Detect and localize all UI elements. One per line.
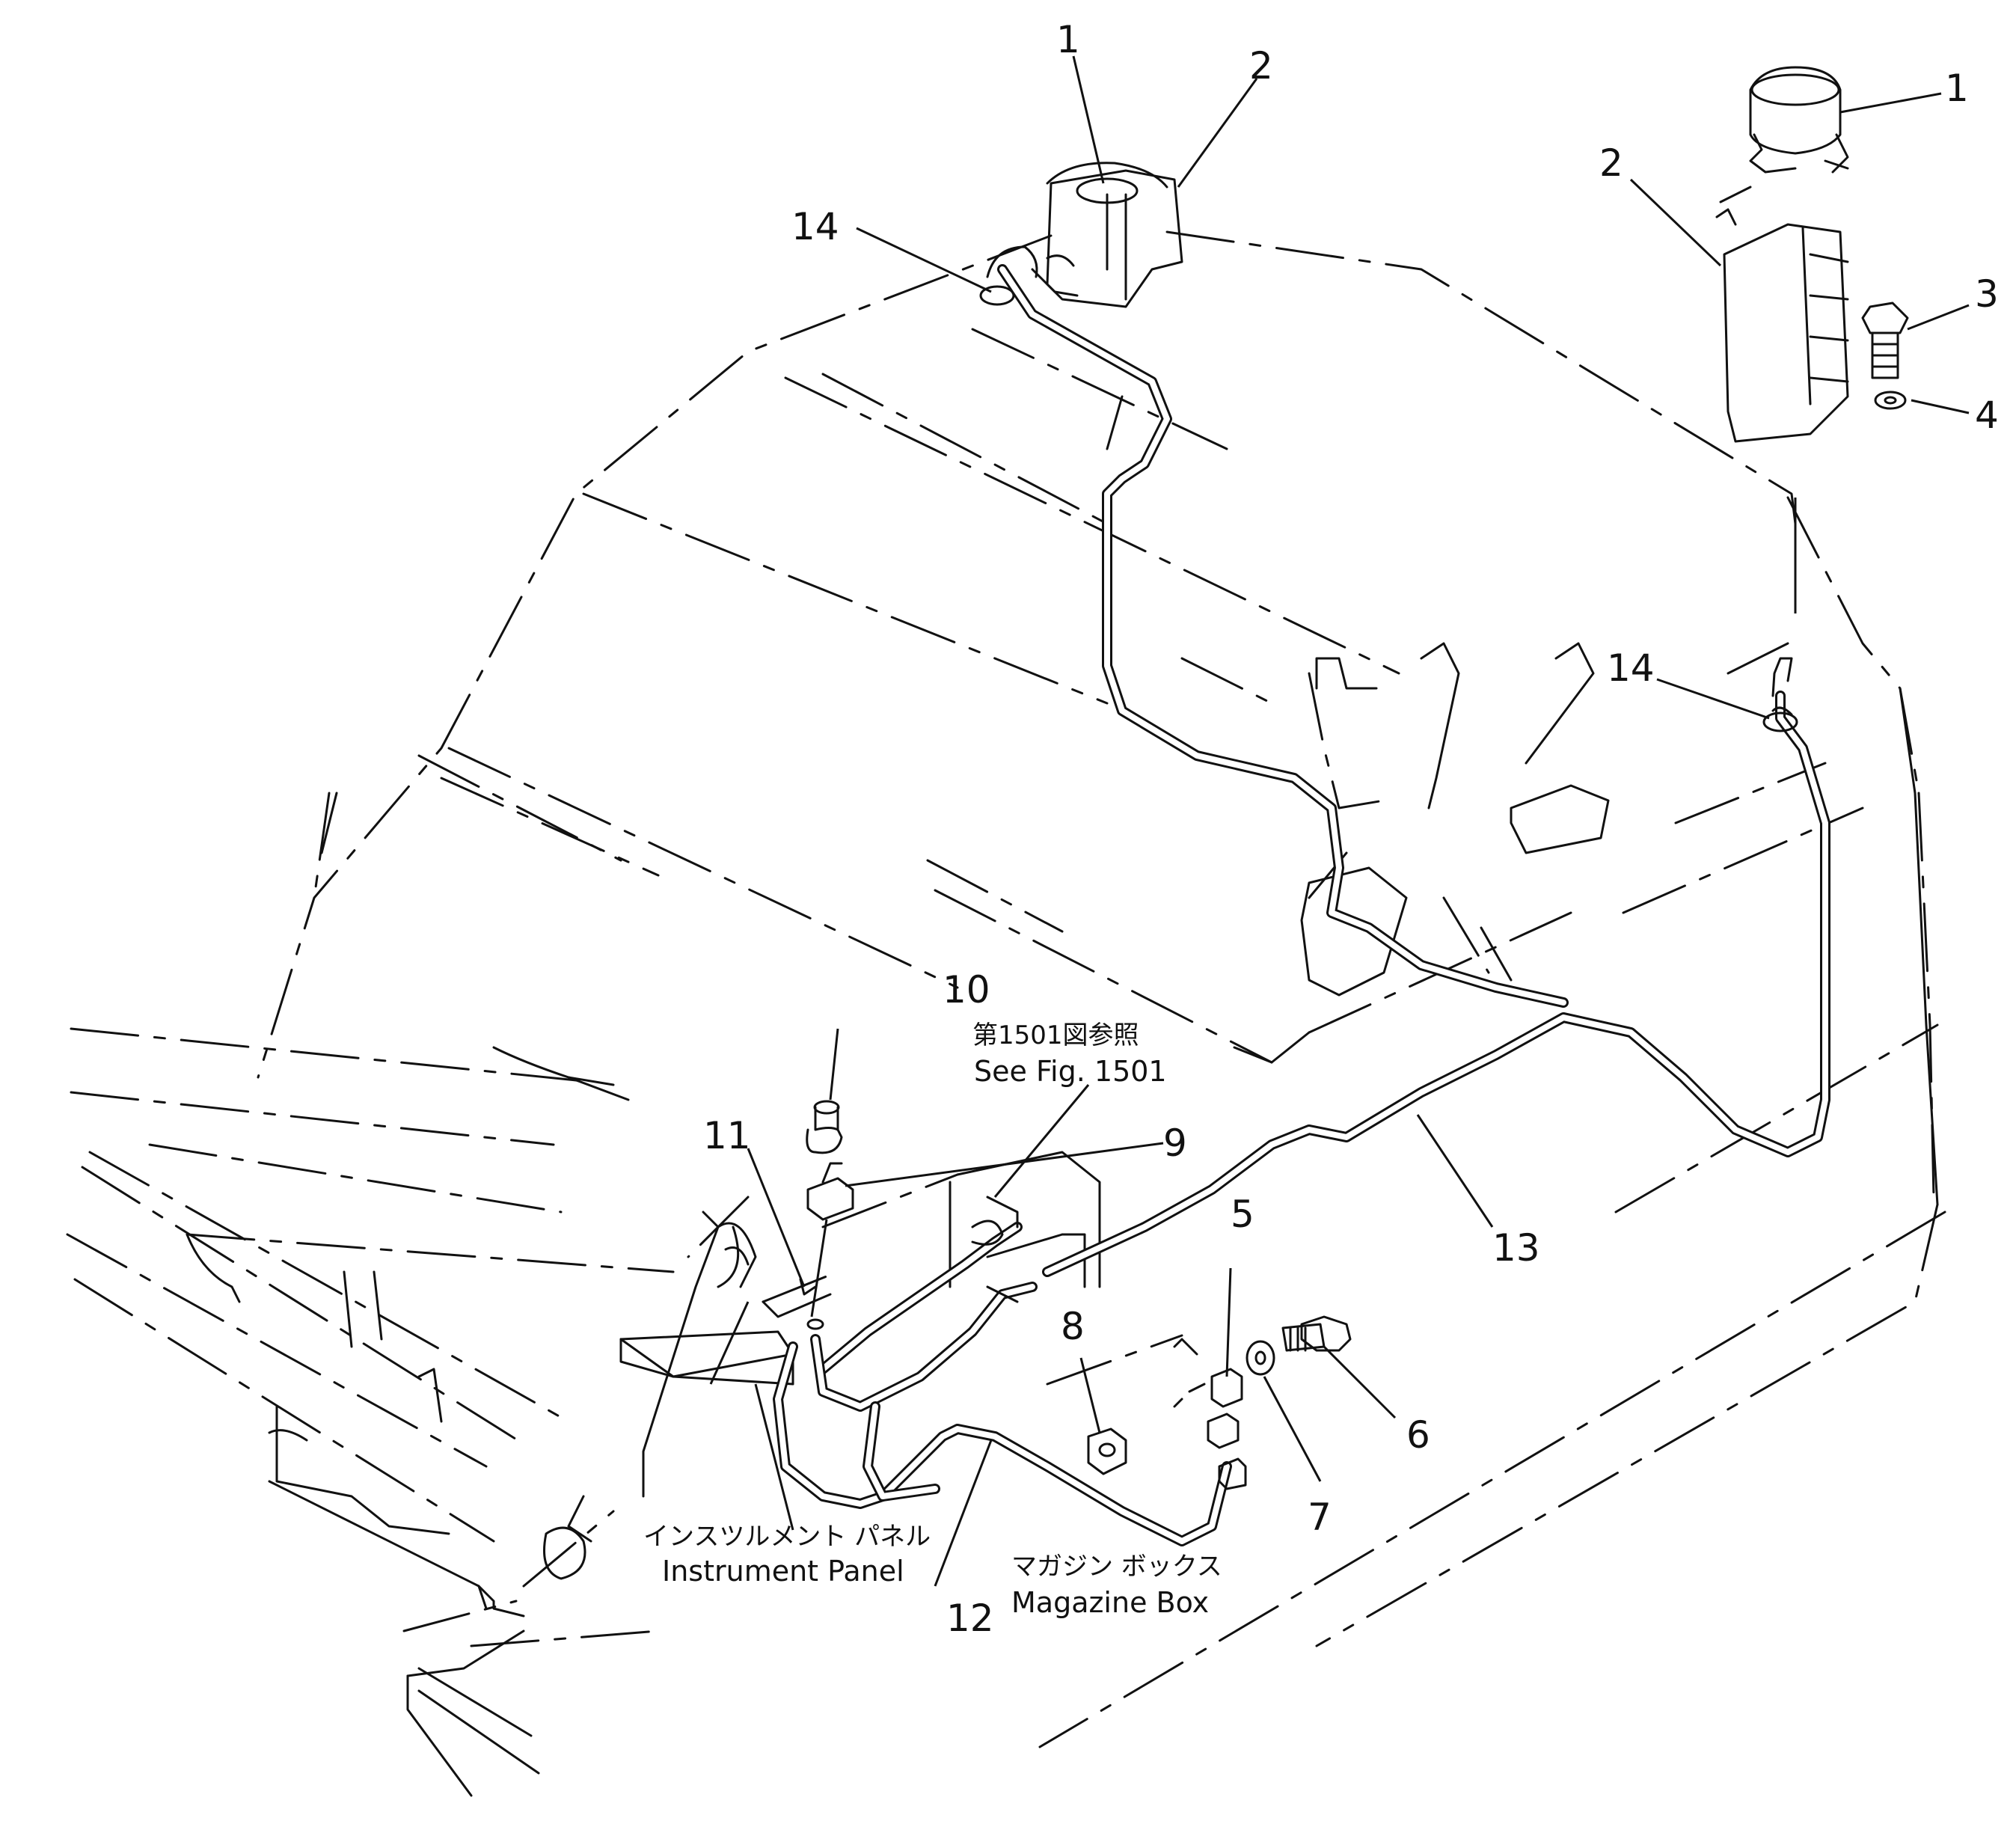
part-4-washer — [1874, 391, 1907, 410]
machine-body-outline — [257, 230, 1946, 1748]
part-14-left-grommet — [979, 245, 1079, 306]
magazine-box — [762, 1151, 1206, 1408]
part-3-bolt — [1861, 302, 1909, 379]
part-8-nut — [1087, 1427, 1127, 1475]
part-14-right-grommet — [1762, 657, 1798, 732]
callout-10: 10 — [943, 968, 990, 1012]
part-2-right-bracket — [1715, 186, 1849, 443]
callout-2-right: 2 — [1599, 141, 1623, 185]
part-10-switch-knob — [806, 1100, 843, 1154]
instrument-panel-jp: インスツルメント パネル — [643, 1522, 931, 1552]
notes: 第1501図参照 See Fig. 1501 インスツルメント パネル Inst… — [643, 1020, 1222, 1619]
callout-12: 12 — [946, 1597, 994, 1640]
see-fig-jp: 第1501図参照 — [972, 1020, 1139, 1050]
part-6-bolt — [1281, 1315, 1352, 1352]
magazine-box-en: Magazine Box — [1011, 1586, 1209, 1619]
part-2-left-guard — [1046, 169, 1183, 308]
callout-11: 11 — [703, 1114, 751, 1157]
part-5-relay — [1207, 1368, 1247, 1490]
instrument-panel-en: Instrument Panel — [662, 1555, 904, 1588]
callout-3: 3 — [1975, 272, 1999, 316]
callout-7: 7 — [1308, 1496, 1332, 1539]
leader-lines — [709, 55, 1970, 1587]
callout-6: 6 — [1406, 1413, 1430, 1457]
part-7-washer — [1246, 1340, 1275, 1376]
callout-14-right: 14 — [1607, 646, 1655, 690]
callout-1-right: 1 — [1945, 67, 1969, 110]
callout-13: 13 — [1492, 1226, 1540, 1270]
part-9-switch — [806, 1162, 854, 1221]
part-11-connector — [799, 1278, 824, 1330]
callout-14-left: 14 — [791, 205, 839, 248]
wiring-harness — [773, 264, 1830, 1546]
magazine-box-jp: マガジン ボックス — [1011, 1552, 1222, 1582]
callout-5: 5 — [1231, 1193, 1254, 1236]
fan-assembly — [1300, 642, 1610, 997]
part-1-right-beacon — [1749, 66, 1849, 174]
boom-assembly — [66, 1027, 757, 1797]
instrument-panel — [619, 1330, 794, 1386]
callout-8: 8 — [1061, 1305, 1085, 1348]
callout-2-left: 2 — [1249, 44, 1273, 88]
see-fig-en: See Fig. 1501 — [974, 1055, 1167, 1088]
callout-4: 4 — [1975, 394, 1999, 437]
callout-9: 9 — [1163, 1121, 1187, 1165]
callouts: 1 2 14 1 2 3 4 14 10 11 9 5 8 6 7 13 12 — [703, 18, 1999, 1640]
callout-1-left: 1 — [1056, 18, 1080, 61]
